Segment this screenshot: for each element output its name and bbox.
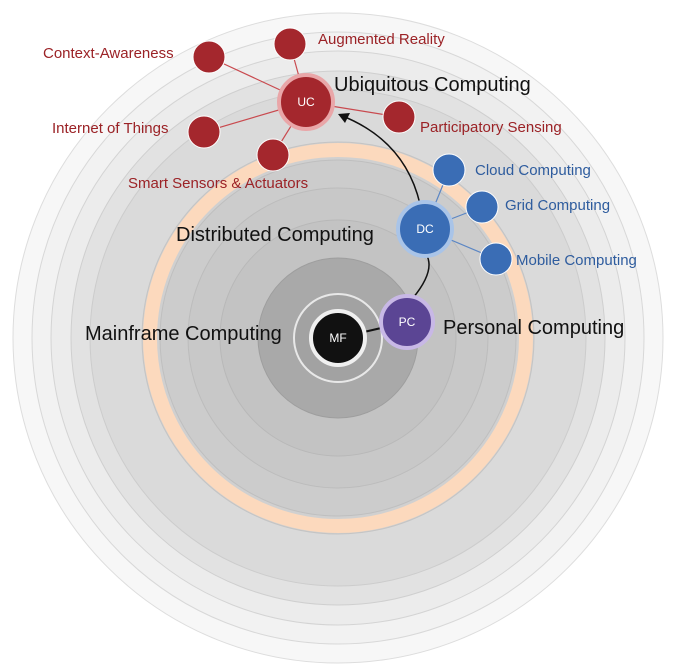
mobile-computing-label: Mobile Computing: [516, 252, 637, 269]
personal-computing-label: Personal Computing: [443, 317, 624, 339]
arrowhead-icon: [338, 113, 350, 123]
augmented-reality-node: [273, 27, 307, 61]
context-awareness-label: Context-Awareness: [43, 45, 174, 62]
mf-abbr: MF: [329, 331, 346, 345]
participatory-sensing-label: Participatory Sensing: [420, 119, 562, 136]
distributed-ring-highlight: [143, 143, 533, 533]
distributed-computing-label: Distributed Computing: [176, 224, 374, 246]
grid-computing-label: Grid Computing: [505, 197, 610, 214]
context-awareness-node: [192, 40, 226, 74]
dc-abbr: DC: [416, 222, 434, 236]
ubiquitous-computing-label: Ubiquitous Computing: [334, 74, 531, 96]
dc-children: [432, 153, 513, 276]
smart-sensors-label: Smart Sensors & Actuators: [128, 175, 308, 192]
pc-abbr: PC: [399, 315, 416, 329]
internet-of-things-node: [187, 115, 221, 149]
mainframe-computing-label: Mainframe Computing: [85, 323, 282, 345]
dc-node: DC: [396, 200, 454, 258]
mf-node: MF: [309, 309, 367, 367]
dc-uc-arrow: [339, 114, 421, 205]
uc-children: [187, 27, 416, 172]
smart-sensors-node: [256, 138, 290, 172]
uc-abbr: UC: [297, 95, 315, 109]
participatory-sensing-node: [382, 100, 416, 134]
mobile-computing-node: [479, 242, 513, 276]
augmented-reality-label: Augmented Reality: [318, 31, 445, 48]
cloud-computing-node: [432, 153, 466, 187]
uc-node: UC: [277, 73, 335, 131]
grid-computing-node: [465, 190, 499, 224]
internet-of-things-label: Internet of Things: [52, 120, 168, 137]
pc-node: PC: [379, 294, 435, 350]
cloud-computing-label: Cloud Computing: [475, 162, 591, 179]
